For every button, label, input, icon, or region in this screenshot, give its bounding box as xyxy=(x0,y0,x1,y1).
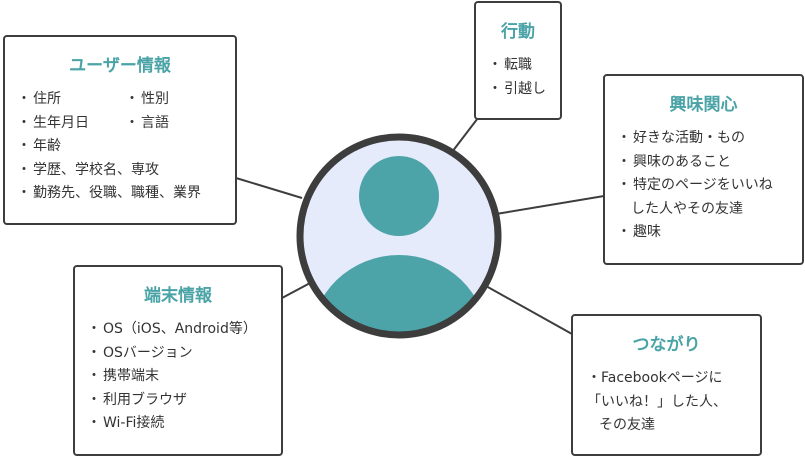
device-title: 端末情報 xyxy=(144,286,212,306)
list-item: 学歴、学校名、専攻 xyxy=(17,159,235,183)
list-item: 好きな活動・もの xyxy=(617,127,802,151)
list-item: 利用ブラウザ xyxy=(87,389,281,413)
interests-box: 興味関心 好きな活動・もの 興味のあること 特定のページをいいね ・した人やその… xyxy=(603,74,804,265)
list-item: 趣味 xyxy=(617,221,802,245)
list-item: OS（iOS、Android等） xyxy=(87,318,281,342)
list-item: 興味のあること xyxy=(617,151,802,175)
connections-line: 「いいね！」した人、 xyxy=(587,393,727,410)
user-info-title: ユーザー情報 xyxy=(69,56,171,76)
list-item: OSバージョン xyxy=(87,342,281,366)
behavior-box: 行動 転職 引越し xyxy=(474,1,562,120)
connections-title: つながり xyxy=(632,335,701,355)
connector-device xyxy=(281,281,313,299)
list-item: 転職 xyxy=(488,54,560,78)
connector-user-info xyxy=(235,177,303,199)
list-item: 勤務先、役職、職種、業界 xyxy=(17,182,235,206)
connector-behavior xyxy=(451,117,479,153)
list-item: 言語 xyxy=(125,112,235,136)
list-item: 性別 xyxy=(125,88,235,112)
connector-interests xyxy=(495,195,605,215)
user-info-box: ユーザー情報 住所 性別 生年月日 言語 年齢 学歴、学校名、専攻 勤務先、役職… xyxy=(3,35,237,225)
connector-connections xyxy=(485,285,573,335)
connections-box: つながり ・Facebookページに 「いいね！」した人、 その友達 xyxy=(571,314,762,456)
list-item: 引越し xyxy=(488,78,560,102)
connections-line: その友達 xyxy=(599,417,655,433)
connections-line: ・Facebookページに xyxy=(587,370,723,386)
list-item-text: した人やその友達 xyxy=(631,200,743,217)
list-item: 携帯端末 xyxy=(87,365,281,389)
list-item: 住所 xyxy=(17,88,125,112)
list-item: 年齢 xyxy=(17,135,235,159)
device-box: 端末情報 OS（iOS、Android等） OSバージョン 携帯端末 利用ブラウ… xyxy=(73,265,283,456)
interests-title: 興味関心 xyxy=(669,95,738,115)
user-avatar-icon xyxy=(296,133,502,339)
list-item: 生年月日 xyxy=(17,112,125,136)
list-item-continued: ・した人やその友達 xyxy=(617,198,802,222)
list-item: 特定のページをいいね xyxy=(617,174,802,198)
list-item: Wi-Fi接続 xyxy=(87,412,281,436)
behavior-title: 行動 xyxy=(501,22,535,42)
